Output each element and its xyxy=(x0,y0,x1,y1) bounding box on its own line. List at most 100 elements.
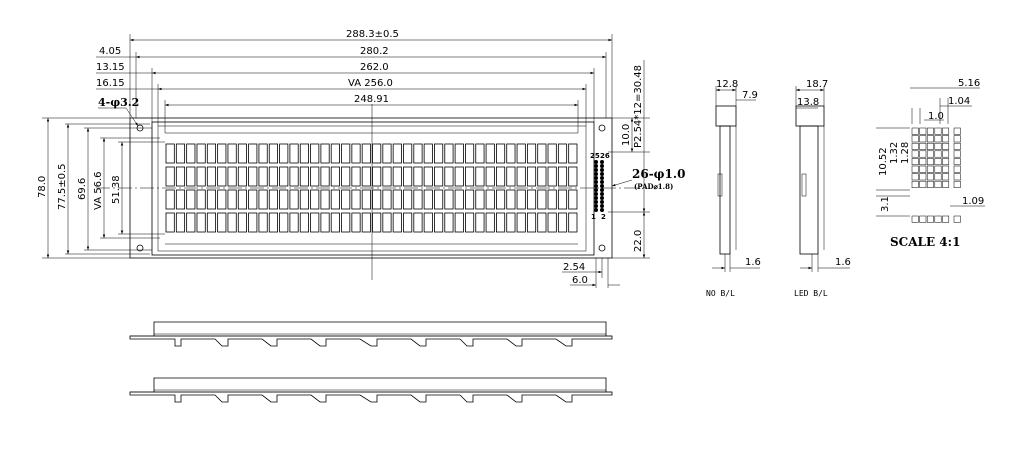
dot xyxy=(911,142,919,150)
character-cell xyxy=(320,143,330,164)
character-cell xyxy=(310,166,320,187)
character-grid xyxy=(165,143,578,233)
dot xyxy=(934,180,942,188)
character-cell xyxy=(568,212,578,233)
character-cell xyxy=(289,212,299,233)
character-cell xyxy=(351,166,361,187)
dim-offset-4-05: 4.05 xyxy=(99,46,121,57)
character-cell xyxy=(289,189,299,210)
dot xyxy=(926,135,934,143)
pin-pad xyxy=(600,188,604,192)
character-cell xyxy=(526,212,537,233)
character-cell xyxy=(237,166,247,187)
dim-pin-pitch: P2.54*12=30.48 xyxy=(633,65,644,148)
character-cell xyxy=(516,212,526,233)
dot xyxy=(942,135,950,143)
character-cell xyxy=(217,212,227,233)
character-cell xyxy=(217,189,227,210)
character-cell xyxy=(423,143,433,164)
dim-pin-pitch-2-54: 2.54 xyxy=(563,262,585,273)
character-cell xyxy=(206,189,217,210)
character-cell xyxy=(506,166,516,187)
character-cell xyxy=(196,143,206,164)
dot xyxy=(926,127,934,135)
pin-pad xyxy=(594,200,598,204)
left-dimensions: 4.05 13.15 16.15 4-φ3.2 xyxy=(96,46,158,127)
character-cell xyxy=(526,166,537,187)
pin-pad xyxy=(594,184,598,188)
character-cell xyxy=(341,143,351,164)
dim-detail-10-52: 10.52 xyxy=(878,147,889,176)
character-cell xyxy=(372,189,382,210)
dot xyxy=(953,180,961,188)
character-cell xyxy=(320,189,330,210)
character-cell xyxy=(495,166,506,187)
pin-pad xyxy=(594,164,598,168)
pin-pad xyxy=(594,188,598,192)
character-cell xyxy=(475,189,485,210)
character-cell xyxy=(454,189,464,210)
character-cell xyxy=(403,189,413,210)
dot xyxy=(942,158,950,166)
dot xyxy=(911,127,919,135)
pin-pad xyxy=(594,204,598,208)
character-cell xyxy=(537,189,547,210)
character-cell xyxy=(537,143,547,164)
dim-nobl-7-9: 7.9 xyxy=(742,90,758,101)
dot xyxy=(953,127,961,135)
character-cell xyxy=(516,166,526,187)
character-cell xyxy=(206,166,217,187)
pin-pad xyxy=(600,172,604,176)
caption-led-bl: LED B/L xyxy=(794,289,828,298)
dim-active-height: 51.38 xyxy=(111,175,122,204)
pin-pad xyxy=(594,172,598,176)
dot xyxy=(942,142,950,150)
character-cell xyxy=(330,189,340,210)
character-cell xyxy=(268,189,278,210)
dot xyxy=(926,180,934,188)
dot xyxy=(942,150,950,158)
character-cell xyxy=(444,143,454,164)
character-cell xyxy=(248,189,258,210)
character-cell xyxy=(237,189,247,210)
front-view: 25 26 1 2 xyxy=(96,104,640,280)
bottom-dimensions: 2.54 6.0 xyxy=(562,258,620,288)
dot xyxy=(926,173,934,181)
pin-pad xyxy=(594,196,598,200)
character-cell xyxy=(165,143,175,164)
pin-pad xyxy=(594,192,598,196)
dot xyxy=(926,158,934,166)
dot xyxy=(911,180,919,188)
character-cell xyxy=(382,166,392,187)
dot xyxy=(942,127,950,135)
dot xyxy=(953,215,961,223)
character-cell xyxy=(485,212,495,233)
character-cell xyxy=(341,166,351,187)
pin-pad xyxy=(594,208,598,212)
character-cell xyxy=(289,143,299,164)
character-cell xyxy=(227,189,237,210)
character-cell xyxy=(475,166,485,187)
character-cell xyxy=(485,143,495,164)
character-cell xyxy=(372,166,382,187)
dot xyxy=(919,142,927,150)
character-cell xyxy=(310,189,320,210)
top-dimensions: 288.3±0.5 280.2 262.0 VA 256.0 248.91 xyxy=(129,29,613,133)
dim-viewing-area: VA 256.0 xyxy=(348,78,393,89)
character-cell xyxy=(227,143,237,164)
dim-bezel-width: 262.0 xyxy=(360,62,389,73)
pin-pad xyxy=(600,180,604,184)
character-cell xyxy=(557,166,568,187)
dim-hole-span: 280.2 xyxy=(360,46,389,57)
dot xyxy=(926,165,934,173)
character-cell xyxy=(465,143,475,164)
character-cell xyxy=(351,143,361,164)
character-cell xyxy=(248,166,258,187)
character-cell xyxy=(392,166,402,187)
character-cell xyxy=(392,212,402,233)
dim-detail-3-1: 3.1 xyxy=(880,196,891,212)
dim-nobl-thickness: 12.8 xyxy=(716,79,738,90)
pin-number-26: 26 xyxy=(600,152,610,160)
character-cell xyxy=(330,166,340,187)
dim-detail-1-28: 1.28 xyxy=(900,142,911,164)
